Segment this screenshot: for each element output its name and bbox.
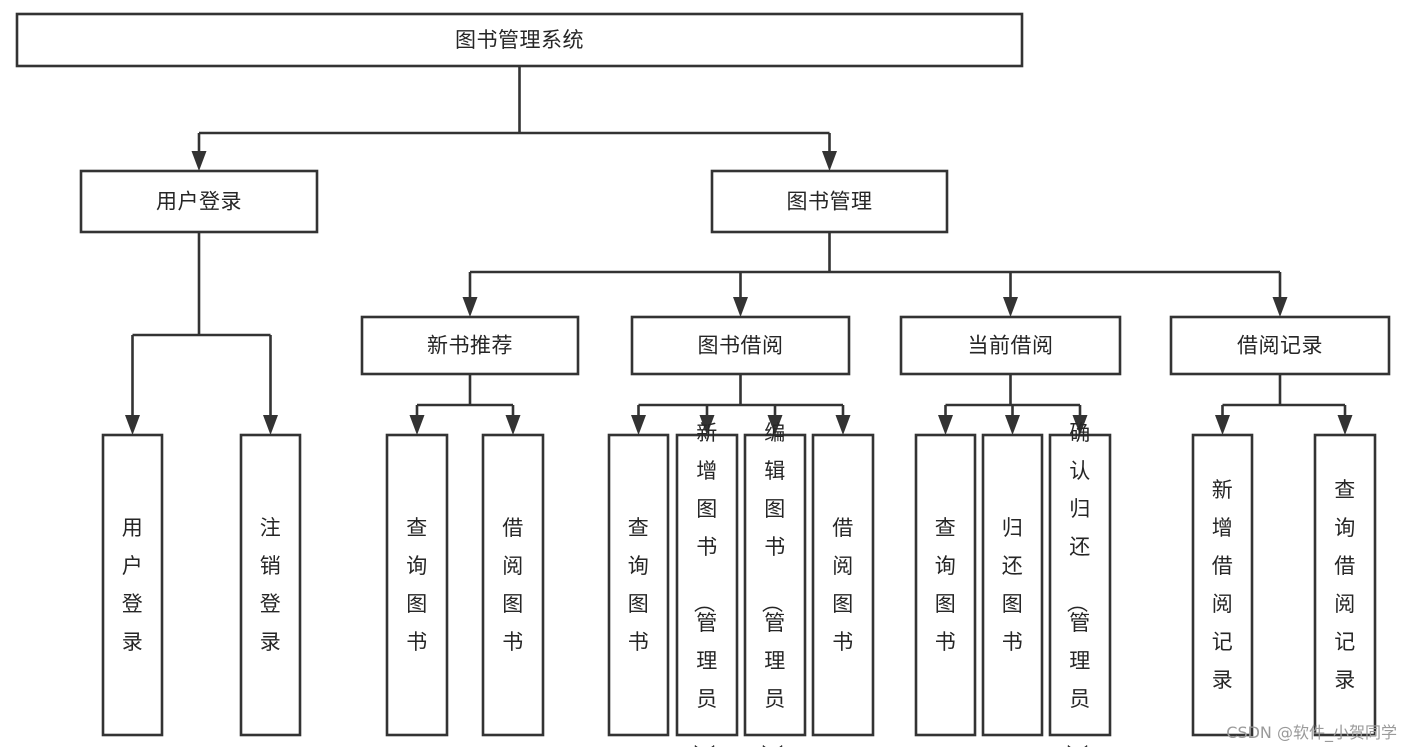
connector-group-user-login bbox=[125, 232, 278, 435]
arrow-head-icon bbox=[1215, 415, 1230, 435]
node-box[interactable] bbox=[811, 433, 875, 737]
node-label: 新增图书（管理员） bbox=[691, 421, 718, 747]
node-label: 查询借阅记录 bbox=[1334, 478, 1356, 692]
node-box[interactable] bbox=[899, 315, 1122, 376]
node-borrow-record[interactable]: 借阅记录 bbox=[1169, 315, 1391, 376]
arrow-head-icon bbox=[263, 415, 278, 435]
connector-group-book-borrow bbox=[631, 374, 851, 435]
node-box[interactable] bbox=[79, 169, 319, 234]
node-label: 注销登录 bbox=[260, 516, 282, 654]
node-box[interactable] bbox=[675, 433, 739, 737]
node-leaf-query-book-2[interactable]: 查询图书 bbox=[607, 433, 670, 737]
arrow-head-icon bbox=[733, 297, 748, 317]
node-book-borrow[interactable]: 图书借阅 bbox=[630, 315, 851, 376]
node-label: 图书管理 bbox=[787, 190, 873, 214]
arrow-head-icon bbox=[631, 415, 646, 435]
node-current-borrow[interactable]: 当前借阅 bbox=[899, 315, 1122, 376]
arrow-head-icon bbox=[409, 415, 425, 435]
arrow-head-icon bbox=[462, 297, 478, 317]
node-label: 查询图书 bbox=[935, 516, 957, 654]
node-label: 图书管理系统 bbox=[455, 28, 584, 52]
node-leaf-query-record[interactable]: 查询借阅记录 bbox=[1313, 433, 1377, 737]
arrow-head-icon bbox=[125, 415, 140, 435]
node-box[interactable] bbox=[481, 433, 545, 737]
connector-group-book-manage bbox=[462, 232, 1288, 317]
csdn-watermark: CSDN @软件_小贺同学 bbox=[1226, 723, 1397, 742]
node-box[interactable] bbox=[360, 315, 580, 376]
connector-group-current-borrow bbox=[938, 374, 1088, 435]
node-label: 新增借阅记录 bbox=[1212, 478, 1234, 692]
arrow-head-icon bbox=[191, 151, 207, 171]
arrow-head-icon bbox=[835, 415, 851, 435]
connector-group-new-book-rec bbox=[409, 374, 521, 435]
node-label: 借阅图书 bbox=[832, 516, 854, 654]
node-leaf-add-record[interactable]: 新增借阅记录 bbox=[1191, 433, 1254, 737]
node-label: 借阅记录 bbox=[1237, 334, 1323, 358]
arrow-head-icon bbox=[1072, 415, 1088, 435]
arrow-head-icon bbox=[822, 151, 837, 171]
node-label: 当前借阅 bbox=[968, 334, 1054, 358]
node-box[interactable] bbox=[1048, 433, 1112, 737]
node-new-book-rec[interactable]: 新书推荐 bbox=[360, 315, 580, 376]
node-label: 借阅图书 bbox=[502, 516, 524, 654]
node-label: 查询图书 bbox=[628, 516, 650, 654]
connector-group-borrow-record bbox=[1215, 374, 1353, 435]
arrow-head-icon bbox=[1337, 415, 1353, 435]
node-leaf-borrow-book-2[interactable]: 借阅图书 bbox=[811, 433, 875, 737]
node-box[interactable] bbox=[239, 433, 302, 737]
arrow-head-icon bbox=[699, 415, 715, 435]
node-label: 查询图书 bbox=[406, 516, 428, 654]
node-label: 用户登录 bbox=[122, 516, 144, 654]
node-root[interactable]: 图书管理系统 bbox=[15, 12, 1024, 68]
arrow-head-icon bbox=[1272, 297, 1288, 317]
node-leaf-borrow-book-1[interactable]: 借阅图书 bbox=[481, 433, 545, 737]
arrow-head-icon bbox=[1005, 415, 1020, 435]
node-label: 确认归还（管理员） bbox=[1064, 421, 1091, 747]
arrow-head-icon bbox=[938, 415, 953, 435]
node-leaf-query-book-3[interactable]: 查询图书 bbox=[914, 433, 977, 737]
node-box[interactable] bbox=[710, 169, 949, 234]
node-box[interactable] bbox=[630, 315, 851, 376]
node-box[interactable] bbox=[1169, 315, 1391, 376]
node-box[interactable] bbox=[101, 433, 164, 737]
node-box[interactable] bbox=[914, 433, 977, 737]
node-book-manage[interactable]: 图书管理 bbox=[710, 169, 949, 234]
node-leaf-logout[interactable]: 注销登录 bbox=[239, 433, 302, 737]
node-layer: 图书管理系统用户登录图书管理新书推荐图书借阅当前借阅借阅记录用户登录注销登录查询… bbox=[15, 12, 1391, 747]
node-label: 新书推荐 bbox=[427, 334, 513, 358]
node-leaf-user-login[interactable]: 用户登录 bbox=[101, 433, 164, 737]
connector-group-root bbox=[191, 66, 837, 171]
node-label: 编辑图书（管理员） bbox=[759, 421, 786, 747]
node-label: 归还图书 bbox=[1002, 516, 1024, 654]
node-leaf-return-book[interactable]: 归还图书 bbox=[981, 433, 1044, 737]
arrow-head-icon bbox=[767, 415, 783, 435]
node-box[interactable] bbox=[743, 433, 807, 737]
connector-layer bbox=[125, 66, 1353, 435]
node-box[interactable] bbox=[15, 12, 1024, 68]
node-box[interactable] bbox=[981, 433, 1044, 737]
node-box[interactable] bbox=[1191, 433, 1254, 737]
node-label: 图书借阅 bbox=[698, 334, 784, 358]
node-leaf-query-book-1[interactable]: 查询图书 bbox=[385, 433, 449, 737]
node-box[interactable] bbox=[607, 433, 670, 737]
arrow-head-icon bbox=[505, 415, 521, 435]
node-box[interactable] bbox=[385, 433, 449, 737]
node-label: 用户登录 bbox=[156, 190, 242, 214]
node-user-login[interactable]: 用户登录 bbox=[79, 169, 319, 234]
node-leaf-confirm-return[interactable]: 确认归还（管理员） bbox=[1048, 421, 1112, 747]
node-leaf-edit-book[interactable]: 编辑图书（管理员） bbox=[743, 421, 807, 747]
node-leaf-add-book[interactable]: 新增图书（管理员） bbox=[675, 421, 739, 747]
node-box[interactable] bbox=[1313, 433, 1377, 737]
arrow-head-icon bbox=[1003, 297, 1018, 317]
